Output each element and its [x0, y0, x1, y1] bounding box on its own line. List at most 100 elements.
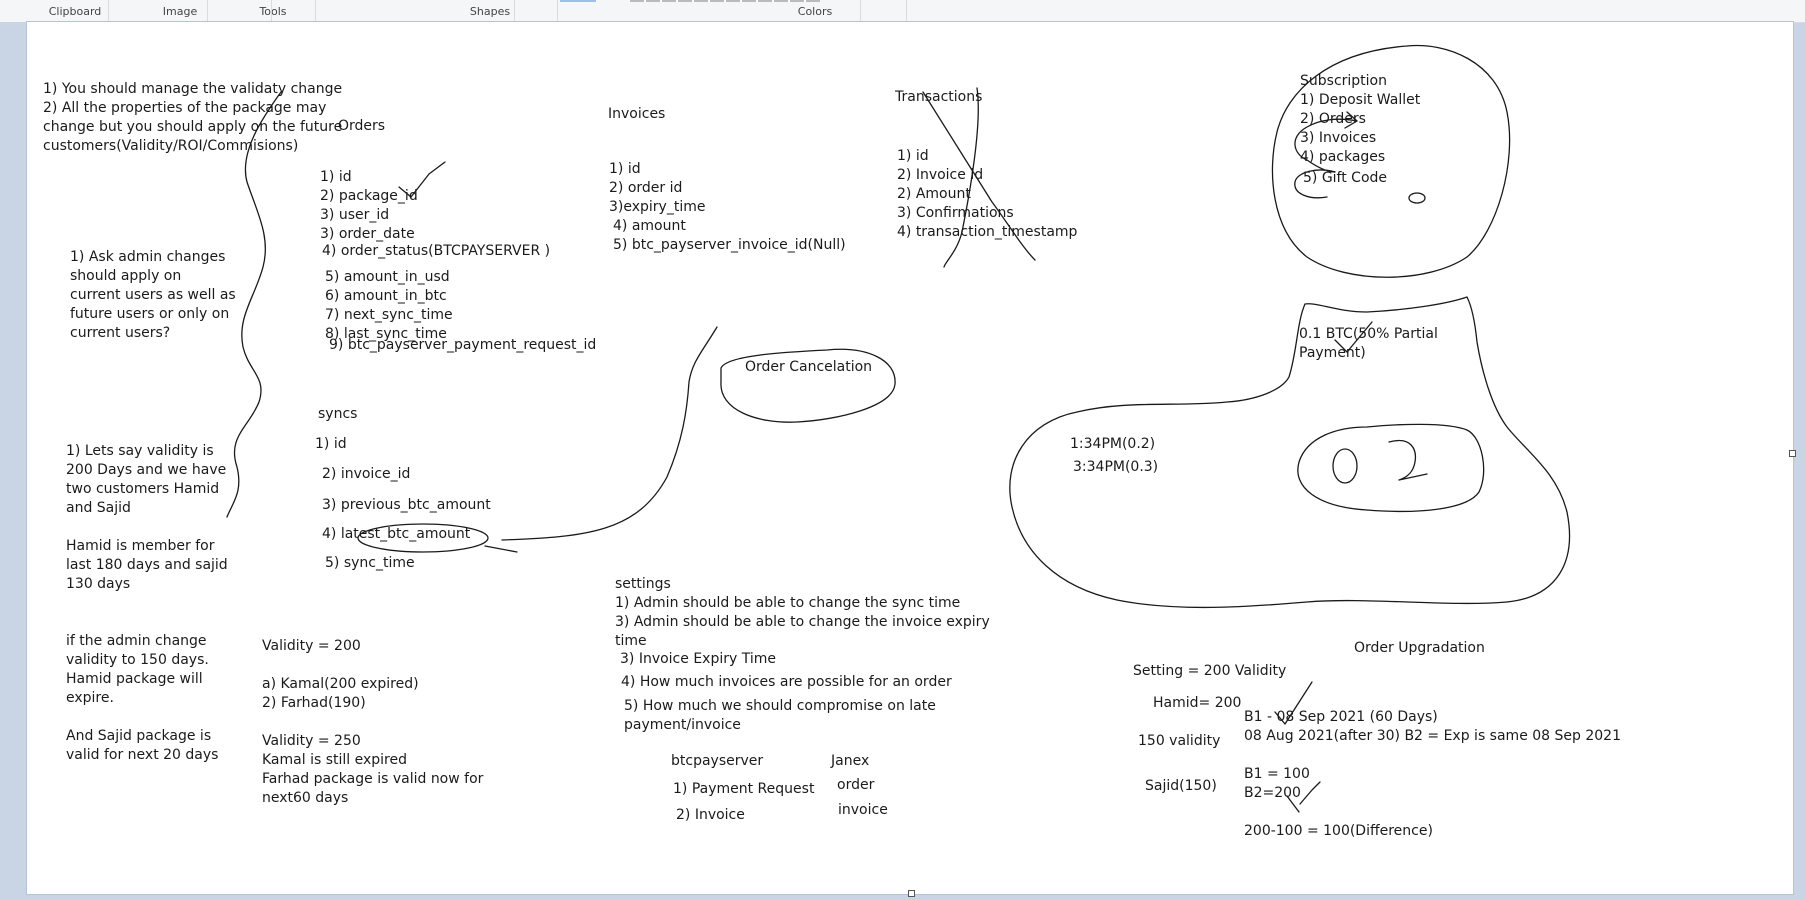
- transaction-field: 4) transaction_timestamp: [897, 224, 1078, 240]
- note-line: And Sajid package is: [66, 728, 212, 744]
- ribbon-separator: [557, 0, 558, 21]
- settings-line: 5) How much we should compromise on late: [624, 698, 936, 714]
- note-line: [262, 656, 483, 675]
- note-line: last 180 days and sajid: [66, 557, 228, 573]
- order-field: 1) id: [320, 169, 352, 185]
- time-entry: 1:34PM(0.2): [1070, 436, 1156, 452]
- subscription-item: 1) Deposit Wallet: [1300, 92, 1421, 108]
- note-line: [66, 613, 228, 632]
- order-field: 9) btc_payserver_payment_request_id: [329, 337, 597, 353]
- sync-field: 4) latest_btc_amount: [322, 526, 471, 542]
- note-line: 200 Days and we have: [66, 462, 227, 478]
- note-line: [66, 518, 228, 537]
- subscription-title: Subscription: [1300, 73, 1387, 89]
- invoices-fields-lower: 4) amount 5) btc_payserver_invoice_id(Nu…: [613, 217, 846, 255]
- note-line: customers(Validity/ROI/Commisions): [43, 138, 299, 154]
- sync-field: 1) id: [315, 436, 347, 452]
- invoice-field: 5) btc_payserver_invoice_id(Null): [613, 237, 846, 253]
- ribbon-separator: [906, 0, 907, 21]
- ribbon-separator: [514, 0, 515, 21]
- transactions-fields: 1) id 2) Invoice id 2) Amount 3) Confirm…: [897, 147, 1077, 242]
- janex-item: invoice: [838, 802, 888, 818]
- note-line: 1) Ask admin changes: [70, 249, 226, 265]
- invoices-fields: 1) id 2) order id 3)expiry_time: [609, 160, 705, 217]
- note-line: 2) All the properties of the package may: [43, 100, 327, 116]
- settings-line: time: [615, 633, 647, 649]
- order-field: 3) order_date: [320, 226, 415, 242]
- order-field: 4) order_status(BTCPAYSERVER ): [322, 243, 551, 259]
- note-line: B2=200: [1244, 785, 1301, 801]
- ribbon-group-tools[interactable]: Tools: [259, 5, 287, 18]
- note-line: [66, 594, 228, 613]
- ribbon-separator: [315, 0, 316, 21]
- paint-ribbon: Clipboard Image Tools Shapes Colors: [0, 0, 1805, 23]
- settings-line: 3) Admin should be able to change the in…: [615, 614, 990, 630]
- janex-title: Janex: [831, 753, 870, 769]
- transaction-field: 2) Invoice id: [897, 167, 984, 183]
- validity-150-label: 150 validity: [1138, 733, 1221, 749]
- order-field: 3) user_id: [320, 207, 390, 223]
- note-line: future users or only on: [70, 306, 230, 322]
- invoice-field: 3)expiry_time: [609, 199, 706, 215]
- invoice-field: 1) id: [609, 161, 641, 177]
- orders-fields-lower: 5) amount_in_usd 6) amount_in_btc 7) nex…: [325, 268, 453, 344]
- note-line: [1244, 803, 1621, 822]
- note-line: Hamid is member for: [66, 538, 215, 554]
- transactions-title: Transactions: [895, 89, 983, 105]
- subscription-item: 2) Orders: [1300, 111, 1366, 127]
- sajid-label: Sajid(150): [1145, 778, 1217, 794]
- note-line: current users?: [70, 325, 171, 341]
- settings-line: 1) Admin should be able to change the sy…: [615, 595, 961, 611]
- note-line: valid for next 20 days: [66, 747, 219, 763]
- hamid-label: Hamid= 200: [1153, 695, 1242, 711]
- ribbon-group-clipboard[interactable]: Clipboard: [48, 5, 102, 18]
- note-line: validity to 150 days.: [66, 652, 209, 668]
- example-note: 1) Lets say validity is 200 Days and we …: [66, 442, 228, 765]
- color-palette-strip[interactable]: [630, 0, 820, 2]
- note-line: Payment): [1299, 345, 1366, 361]
- ribbon-separator: [108, 0, 109, 21]
- ribbon-group-shapes[interactable]: Shapes: [469, 5, 511, 18]
- subscription-item: 5) Gift Code: [1303, 170, 1388, 186]
- partial-payment-note: 0.1 BTC(50% Partial Payment): [1299, 325, 1438, 363]
- note-line: expire.: [66, 690, 114, 706]
- canvas-resize-handle-right[interactable]: [1789, 450, 1796, 457]
- orders-fields: 1) id 2) package_id 3) user_id 3) order_…: [320, 168, 418, 244]
- btcpayserver-item: 1) Payment Request: [673, 781, 815, 797]
- subscription-item: 4) packages: [1300, 149, 1386, 165]
- order-cancelation-label: Order Cancelation: [745, 359, 873, 375]
- drawing-canvas[interactable]: 1) You should manage the validaty change…: [27, 22, 1796, 897]
- note-line: current users as well as: [70, 287, 236, 303]
- transaction-field: 2) Amount: [897, 186, 971, 202]
- note-line: next60 days: [262, 790, 349, 806]
- settings-block: settings 1) Admin should be able to chan…: [615, 575, 990, 651]
- note-line: if the admin change: [66, 633, 207, 649]
- btcpayserver-title: btcpayserver: [671, 753, 764, 769]
- ribbon-group-colors[interactable]: Colors: [797, 5, 833, 18]
- invoice-field: 2) order id: [609, 180, 683, 196]
- sync-field: 5) sync_time: [325, 555, 415, 571]
- invoices-title: Invoices: [608, 106, 666, 122]
- order-upgradation-lines: B1 - 08 Sep 2021 (60 Days) 08 Aug 2021(a…: [1244, 708, 1621, 841]
- note-line: Validity = 250: [262, 733, 361, 749]
- note-line: Farhad package is valid now for: [262, 771, 484, 787]
- ask-admin-note: 1) Ask admin changes should apply on cur…: [70, 248, 236, 343]
- validity-example-note: Validity = 200 a) Kamal(200 expired) 2) …: [262, 637, 483, 808]
- color-1-swatch[interactable]: [560, 0, 596, 2]
- setting-validity-label: Setting = 200 Validity: [1133, 663, 1287, 679]
- note-line: Validity = 200: [262, 638, 361, 654]
- canvas-resize-handle-bottom[interactable]: [908, 890, 915, 897]
- settings-lines-lower: 5) How much we should compromise on late…: [624, 697, 936, 735]
- note-line: 1) You should manage the validaty change: [43, 81, 343, 97]
- note-line: 0.1 BTC(50% Partial: [1299, 326, 1438, 342]
- sync-field: 2) invoice_id: [322, 466, 411, 482]
- note-line: should apply on: [70, 268, 182, 284]
- order-field: 8) last_sync_time: [325, 326, 447, 342]
- note-line: change but you should apply on the futur…: [43, 119, 343, 135]
- note-line: 08 Aug 2021(after 30) B2 = Exp is same 0…: [1244, 728, 1621, 744]
- workspace-margin: [0, 22, 27, 900]
- ribbon-separator: [207, 0, 208, 21]
- note-line: two customers Hamid: [66, 481, 220, 497]
- ribbon-group-image[interactable]: Image: [162, 5, 198, 18]
- btcpayserver-item: 2) Invoice: [676, 807, 745, 823]
